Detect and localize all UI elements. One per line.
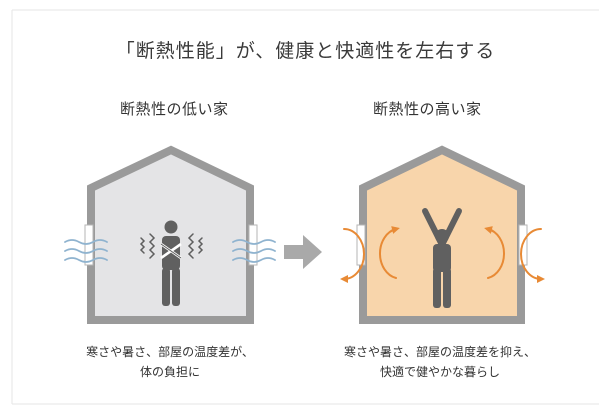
comfortable-person-icon — [422, 208, 462, 308]
heat-reflect-arrows-icon — [340, 226, 545, 283]
low-insulation-heading: 断熱性の低い家 — [120, 100, 229, 118]
comparison-arrow-icon — [284, 235, 322, 269]
high-caption-line-2: 快適で健やかな暮らし — [379, 365, 500, 379]
high-insulation-heading: 断熱性の高い家 — [373, 100, 482, 118]
cold-wind-icon — [64, 239, 276, 263]
slide-title: 「断熱性能」が、健康と快適性を左右する — [115, 40, 496, 62]
shiver-icon — [139, 233, 204, 259]
high-caption-line-1: 寒さや暑さ、部屋の温度差を抑え、 — [343, 345, 536, 359]
low-insulation-caption: 寒さや暑さ、部屋の温度差が、 体の負担に — [70, 342, 270, 382]
high-insulation-caption: 寒さや暑さ、部屋の温度差を抑え、 快適で健やかな暮らし — [320, 342, 560, 382]
low-caption-line-1: 寒さや暑さ、部屋の温度差が、 — [86, 345, 254, 359]
left-window — [84, 224, 94, 266]
low-insulation-house — [84, 145, 258, 324]
low-caption-line-2: 体の負担に — [139, 365, 200, 379]
right-window — [248, 224, 258, 266]
cold-person-icon — [160, 220, 182, 306]
